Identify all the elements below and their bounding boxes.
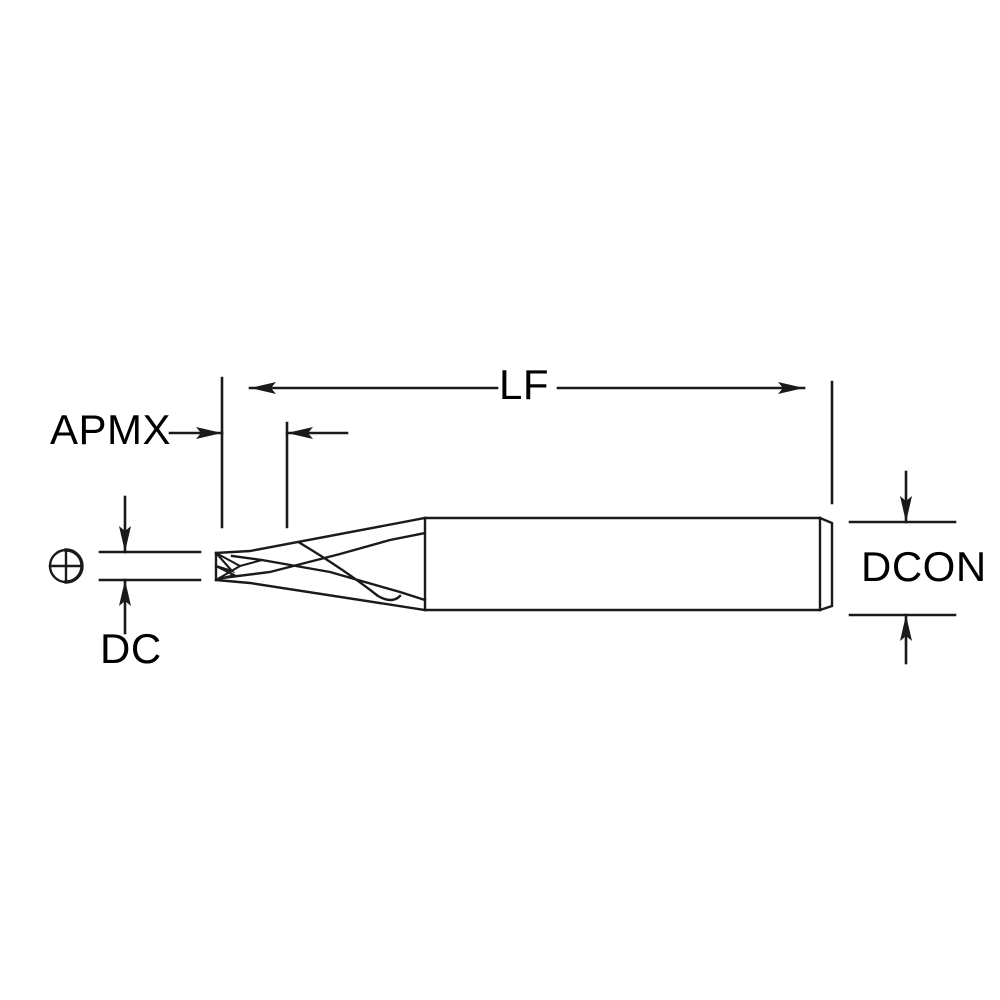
upper-profile bbox=[214, 516, 822, 555]
flute-helix-tail bbox=[298, 541, 402, 602]
dc-dimension-group bbox=[98, 495, 202, 635]
apmx-dimension-group bbox=[168, 421, 349, 529]
dcon-dimension-group bbox=[848, 470, 957, 665]
tip-cutting-edges bbox=[214, 551, 264, 582]
lf-label: LF bbox=[499, 361, 550, 408]
flute-helix-lower bbox=[220, 531, 427, 580]
lf-dimension-group bbox=[220, 376, 834, 529]
dcon-label: DCON bbox=[861, 543, 987, 590]
shank-right-chamfer bbox=[818, 516, 834, 612]
end-mill-body bbox=[214, 516, 834, 612]
lower-profile bbox=[214, 578, 822, 612]
dc-label: DC bbox=[100, 625, 162, 672]
flute-helix-upper bbox=[230, 554, 427, 602]
two-flute-end-view-icon bbox=[48, 548, 84, 584]
apmx-label: APMX bbox=[50, 406, 172, 453]
